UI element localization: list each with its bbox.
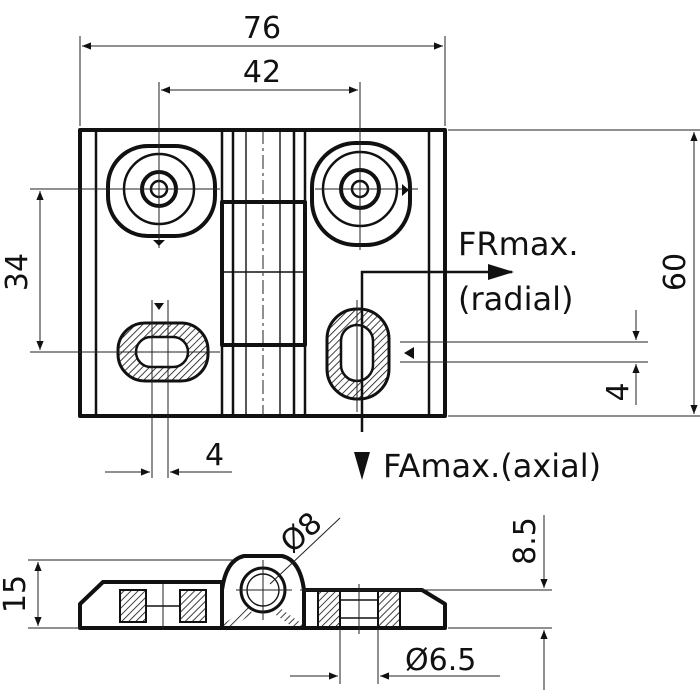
dim-slot-right: 4 — [601, 382, 636, 401]
lower-right-slot — [325, 300, 414, 412]
dim-total-width: 76 — [243, 11, 281, 46]
dim-bore-diameter: Ø6.5 — [405, 643, 476, 678]
front-view — [78, 82, 447, 478]
dim-knuckle-offset: 8.5 — [508, 517, 543, 565]
axial-force-label: FAmax.(axial) — [383, 447, 601, 485]
dim-hole-spacing: 42 — [243, 55, 281, 90]
lower-left-slot — [100, 300, 220, 478]
side-view — [78, 554, 447, 634]
radial-force-label: FRmax. — [458, 225, 579, 263]
top-left-hole — [100, 82, 220, 248]
dim-hole-vertical-spacing: 34 — [0, 253, 35, 291]
front-dimensions: 76 42 34 60 4 4 — [0, 11, 700, 476]
center-knuckle — [220, 200, 307, 347]
radial-force-arrow-icon — [488, 264, 514, 280]
dim-pin-diameter: Ø8 — [274, 506, 329, 561]
dim-slot-left: 4 — [205, 438, 224, 473]
force-indicators: FRmax. (radial) FAmax.(axial) — [354, 225, 601, 485]
knuckle-side — [220, 554, 306, 630]
dim-total-height: 60 — [658, 253, 693, 291]
dim-side-height: 15 — [0, 575, 33, 613]
top-right-hole — [310, 82, 418, 250]
axial-force-arrow-icon — [354, 452, 370, 480]
radial-force-sublabel: (radial) — [458, 280, 573, 318]
